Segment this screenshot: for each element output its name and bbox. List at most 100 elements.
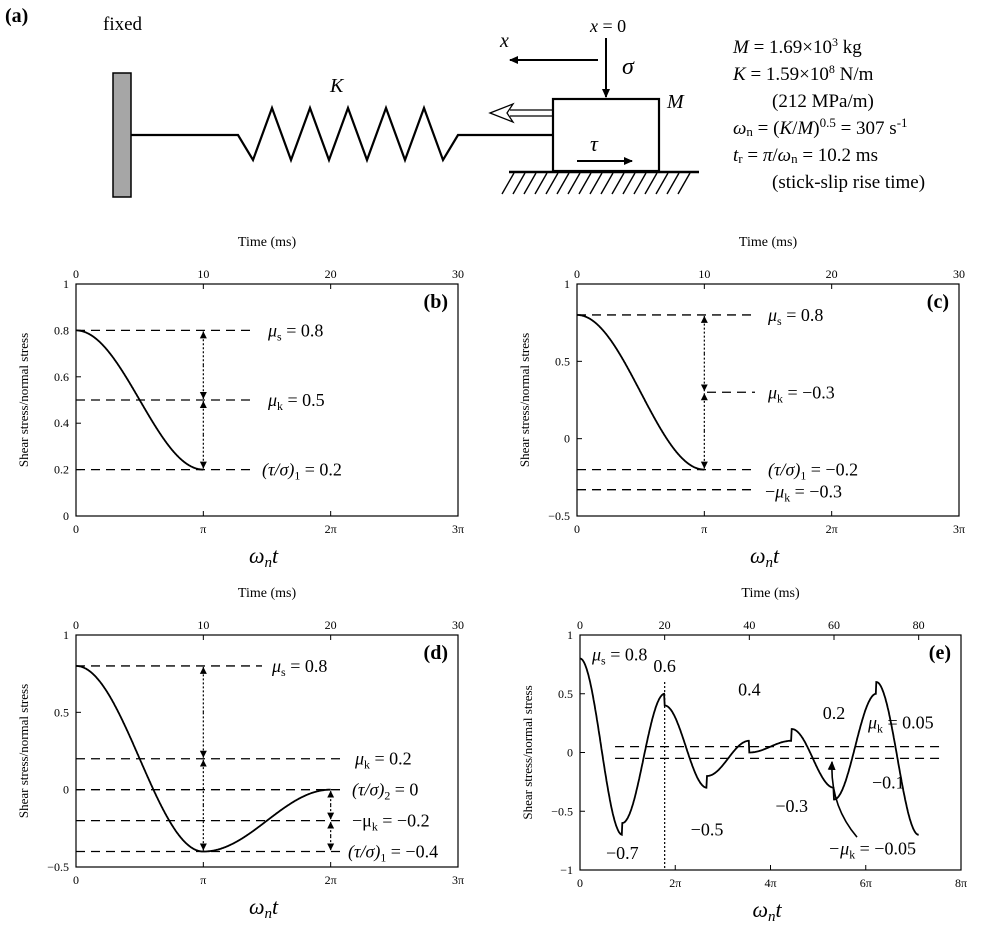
x-tick-label: π [701, 522, 707, 536]
top-tick-label: 30 [452, 267, 464, 281]
neg-mu-k-annotation: −μk = −0.05 [828, 839, 916, 862]
parameter-list: M = 1.69×103 kg K = 1.59×108 N/m (212 MP… [732, 35, 925, 193]
neg-mu-k-annotation: −μk = −0.2 [352, 811, 430, 834]
param-mass: M = 1.69×103 kg [732, 35, 862, 58]
stress-curve [577, 313, 705, 471]
y-tick-label: 0.2 [54, 463, 69, 477]
spring [131, 104, 553, 164]
hatch-mark [534, 172, 548, 195]
mu-k-annotation: μk = 0.2 [354, 749, 412, 772]
top-tick-label: 0 [73, 618, 79, 632]
x-tick-label: 2π [325, 522, 337, 536]
peak-label: 0.6 [653, 656, 676, 676]
panel-label: (b) [424, 291, 448, 313]
hatch-mark [644, 172, 658, 195]
sigma-label: σ [622, 54, 635, 80]
param-rise-time: tr = π/ωn = 10.2 ms [733, 145, 878, 166]
x-tick-label: 2π [325, 873, 337, 887]
top-tick-label: 20 [325, 267, 337, 281]
x-tick-label: 2π [669, 876, 681, 890]
hatch-mark [622, 172, 636, 195]
mu-s-annotation: μs = 0.8 [591, 645, 647, 668]
plot-frame [579, 634, 962, 871]
top-tick-label: 20 [325, 618, 337, 632]
y-tick-label: 0.4 [54, 416, 69, 430]
x-tick-label: π [200, 522, 206, 536]
mu-k-annotation: μk = 0.05 [867, 713, 934, 736]
tau-label: τ [590, 131, 599, 156]
y-axis-title: Shear stress/normal stress [520, 685, 535, 819]
y-tick-label: −0.5 [548, 509, 570, 523]
plot-frame [75, 634, 459, 868]
hatch-mark [600, 172, 614, 195]
panel-label: (c) [927, 291, 949, 313]
top-tick-label: 40 [743, 618, 755, 632]
y-tick-label: 0.8 [54, 323, 69, 337]
y-tick-label: 1 [567, 628, 573, 642]
mass-label: M [666, 91, 685, 113]
y-tick-label: 0.5 [54, 705, 69, 719]
y-axis-title: Shear stress/normal stress [16, 333, 31, 467]
y-tick-label: −0.5 [551, 804, 573, 818]
hatch-mark [655, 172, 669, 195]
x-tick-label: 2π [826, 522, 838, 536]
top-tick-label: 20 [826, 267, 838, 281]
hatch-mark [501, 172, 515, 195]
plot-frame [75, 283, 459, 517]
y-tick-label: 0 [63, 783, 69, 797]
y-tick-label: 0.6 [54, 370, 69, 384]
hatch-mark [523, 172, 537, 195]
x-tick-label: 0 [73, 522, 79, 536]
hollow-arrow [488, 102, 553, 124]
y-tick-label: 1 [63, 628, 69, 642]
x-axis-title: ωnt [249, 894, 279, 922]
top-tick-label: 20 [659, 618, 671, 632]
x-tick-label: 0 [577, 876, 583, 890]
param-stiffness-mpa: (212 MPa/m) [772, 91, 874, 112]
panel-a-label: (a) [5, 5, 28, 27]
param-natural-frequency: ωn = (K/M)0.5 = 307 s-1 [733, 115, 908, 139]
spring-label: K [329, 75, 345, 97]
hatch-mark [512, 172, 526, 195]
top-tick-label: 80 [913, 618, 925, 632]
trough-label: −0.7 [606, 843, 639, 863]
x-tick-label: 0 [574, 522, 580, 536]
trough-label: −0.5 [691, 819, 724, 839]
mass-block [551, 97, 661, 173]
top-axis-title: Time (ms) [741, 586, 800, 601]
y-tick-label: −1 [560, 863, 573, 877]
peak-label: 0.4 [738, 680, 761, 700]
fixed-wall [112, 72, 132, 198]
top-tick-label: 10 [197, 618, 209, 632]
x-axis-title: ωnt [753, 897, 783, 925]
top-tick-label: 0 [73, 267, 79, 281]
y-tick-label: 1 [63, 277, 69, 291]
mu-k-annotation: μk = 0.5 [267, 390, 325, 413]
x-label: x [499, 30, 509, 52]
fixed-label: fixed [103, 14, 143, 35]
y-tick-label: 0.5 [558, 687, 573, 701]
ground-hatching [501, 172, 691, 195]
x-tick-label: π [200, 873, 206, 887]
x-tick-label: 0 [73, 873, 79, 887]
top-tick-label: 10 [197, 267, 209, 281]
y-tick-label: 0.5 [555, 354, 570, 368]
peak-label: 0.2 [823, 703, 846, 723]
x0-label: x = 0 [589, 16, 626, 36]
hatch-mark [589, 172, 603, 195]
y-tick-label: 0 [567, 746, 573, 760]
x-tick-label: 8π [955, 876, 967, 890]
y-axis-title: Shear stress/normal stress [16, 684, 31, 818]
hatch-mark [567, 172, 581, 195]
hatch-mark [578, 172, 592, 195]
residual-annotation: (τ/σ)1 = −0.2 [768, 460, 858, 483]
x-tick-label: 3π [452, 873, 464, 887]
y-tick-label: 1 [564, 277, 570, 291]
x-axis-title: ωnt [750, 543, 780, 571]
panel-label: (d) [424, 642, 448, 664]
mu-k-annotation: μk = −0.3 [767, 382, 835, 405]
